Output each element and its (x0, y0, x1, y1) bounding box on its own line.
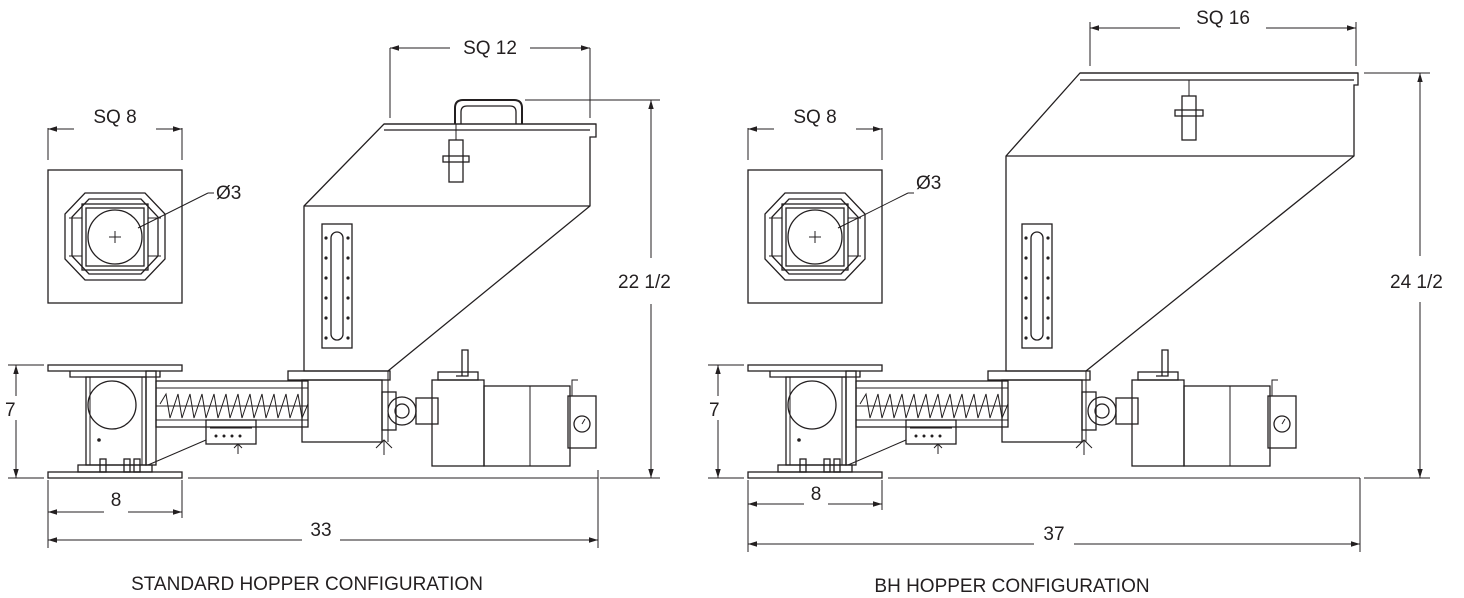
dim-base-height: 7 (5, 400, 16, 421)
standard-feeder-base (47, 364, 309, 479)
bh-drive-motor (1075, 371, 1297, 467)
standard-hopper-view: SQ 8 Ø3 (5, 38, 671, 595)
dim-hopper-top: SQ 12 (463, 38, 517, 59)
caption-standard: STANDARD HOPPER CONFIGURATION (131, 574, 483, 595)
top-view-port (747, 169, 883, 304)
dim-hopper-top: SQ 16 (1196, 8, 1250, 29)
dim-overall-length: 33 (310, 520, 331, 541)
dim-base-width: 8 (111, 490, 122, 511)
bh-hopper-view: SQ 8 Ø3 (708, 8, 1443, 597)
dim-base-width: 8 (811, 484, 822, 505)
dim-height: 22 1/2 (618, 272, 671, 293)
caption-bh: BH HOPPER CONFIGURATION (874, 576, 1149, 597)
bh-feeder-base (747, 364, 1009, 479)
dim-port-diameter: Ø3 (216, 183, 241, 204)
standard-drive-motor (375, 371, 597, 467)
top-view-port (47, 169, 183, 304)
standard-hopper (287, 99, 597, 443)
dim-top-plate: SQ 8 (793, 107, 836, 128)
bh-hopper (987, 72, 1359, 443)
dim-overall-length: 37 (1043, 524, 1064, 545)
dim-base-height: 7 (709, 400, 720, 421)
dim-port-diameter: Ø3 (916, 173, 941, 194)
dim-height: 24 1/2 (1390, 272, 1443, 293)
dim-top-plate: SQ 8 (93, 107, 136, 128)
